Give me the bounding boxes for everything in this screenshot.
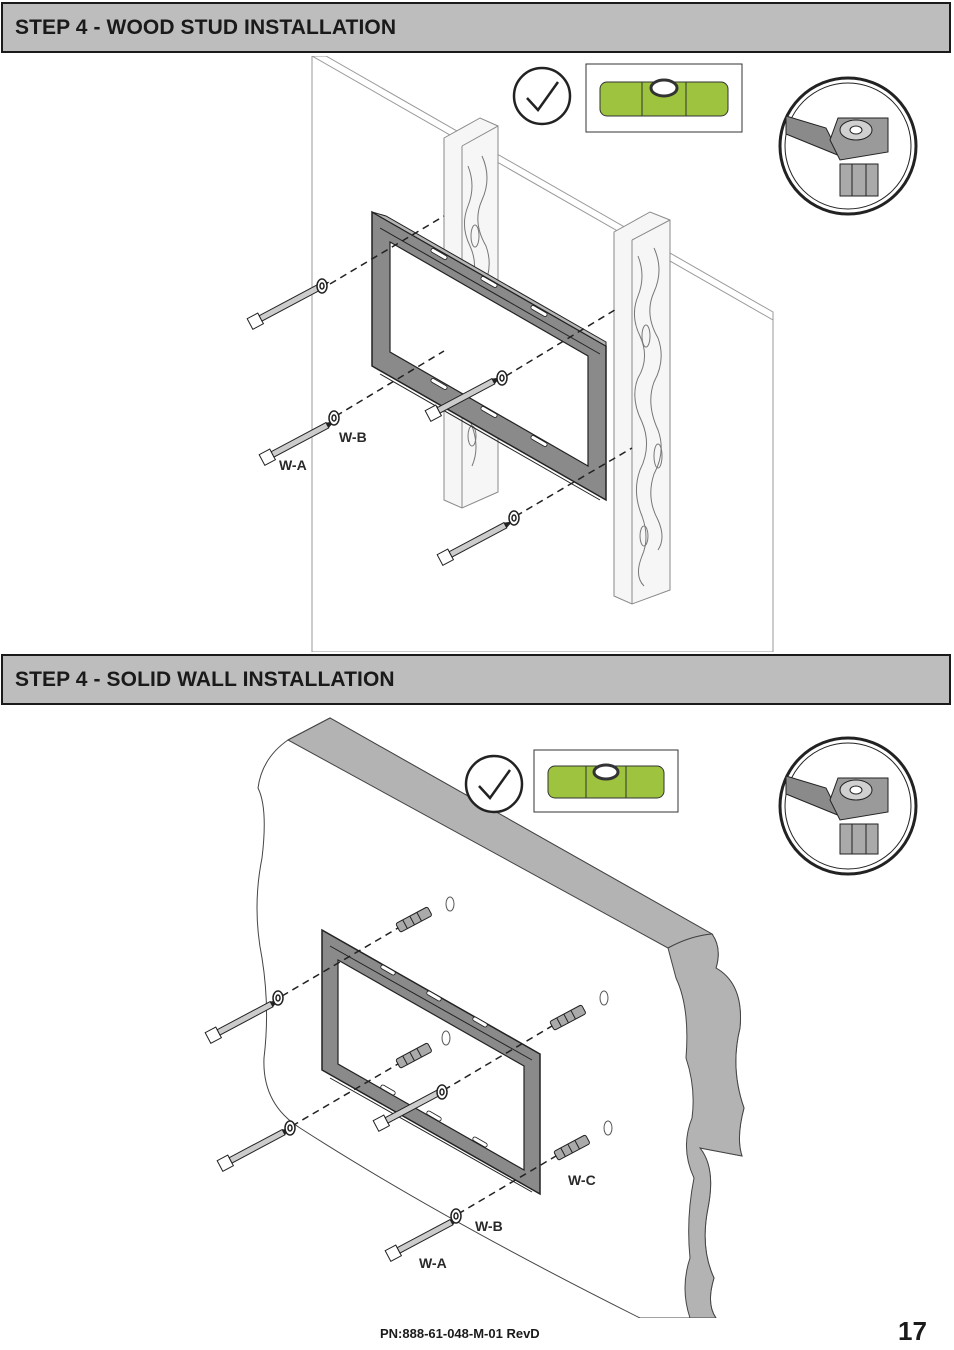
label-w-a: W-A — [419, 1255, 447, 1271]
screw — [424, 377, 501, 422]
wood-stud-right — [613, 211, 671, 605]
section-header-solid-wall: STEP 4 - SOLID WALL INSTALLATION — [1, 654, 951, 705]
wood-stud-illustration: W-B W-A — [246, 56, 918, 652]
drill-holes — [441, 896, 613, 1136]
label-w-b: W-B — [475, 1218, 503, 1234]
label-w-c: W-C — [568, 1172, 596, 1188]
solid-wall — [256, 717, 745, 1318]
section-title: STEP 4 - WOOD STUD INSTALLATION — [15, 15, 397, 39]
lag-screws — [204, 1000, 459, 1262]
part-number: PN:888-61-048-M-01 RevD — [380, 1326, 540, 1341]
label-w-a: W-A — [279, 457, 307, 473]
washers — [272, 990, 462, 1224]
lag-screws — [246, 281, 513, 566]
guide-lines — [281, 927, 557, 1215]
label-w-b: W-B — [339, 429, 367, 445]
washers — [316, 278, 520, 526]
check-icon — [512, 66, 572, 126]
wrench-icon — [778, 736, 918, 876]
level-icon — [585, 63, 743, 133]
page-number: 17 — [898, 1316, 927, 1346]
level-icon — [533, 749, 679, 813]
screw — [258, 421, 335, 466]
guide-lines — [329, 215, 633, 517]
screw — [246, 281, 330, 330]
section-header-wood-stud: STEP 4 - WOOD STUD INSTALLATION — [1, 2, 951, 53]
screw — [436, 521, 513, 566]
check-icon — [464, 754, 524, 814]
wall-bracket — [321, 928, 541, 1196]
wall-bracket — [371, 210, 607, 502]
wall-anchors — [395, 906, 590, 1161]
wrench-icon — [778, 76, 918, 216]
section-title: STEP 4 - SOLID WALL INSTALLATION — [15, 667, 395, 691]
solid-wall-illustration: W-C W-B W-A — [204, 717, 918, 1318]
